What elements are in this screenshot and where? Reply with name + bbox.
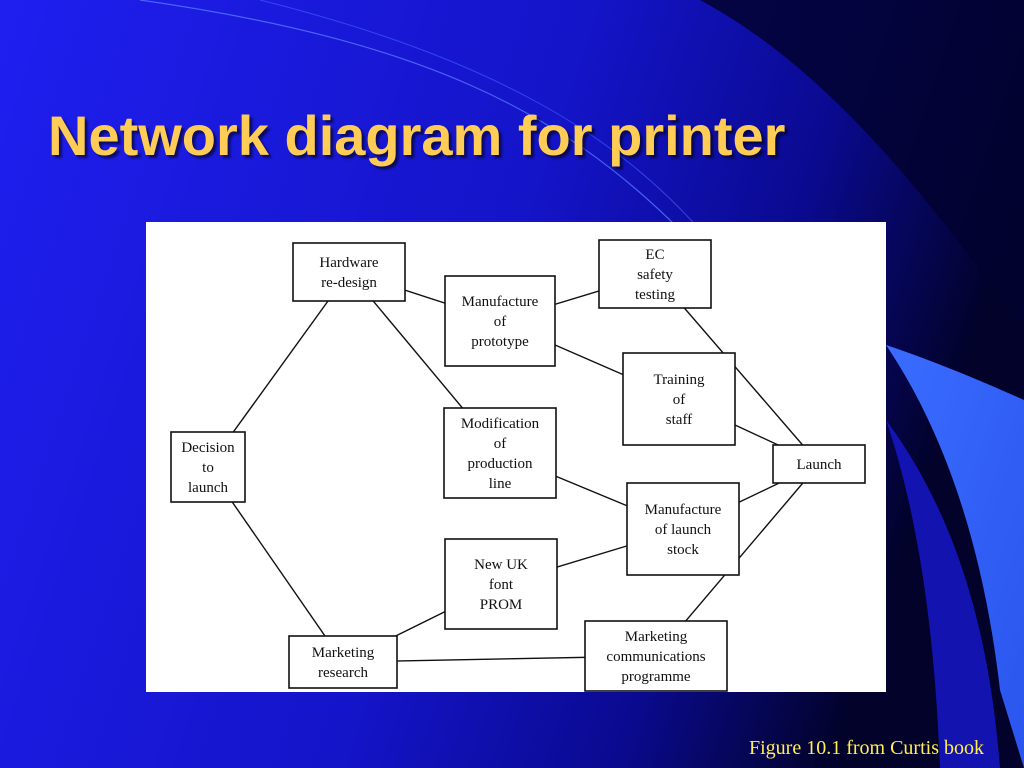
dark-corner-swoosh — [700, 0, 1024, 330]
node-label-line: programme — [621, 669, 690, 685]
node-label-line: Marketing — [312, 645, 375, 661]
node-label-line: communications — [606, 649, 705, 665]
node-label-line: Training — [653, 372, 705, 388]
node-label-line: Launch — [797, 457, 842, 473]
node-hardware: Hardware re-design — [292, 242, 406, 302]
node-training: Training of staff — [622, 352, 736, 446]
node-marketing_comms: Marketing communications programme — [584, 620, 728, 692]
node-label-line: to — [202, 460, 214, 476]
node-box — [622, 352, 736, 446]
node-label-line: of — [494, 436, 507, 452]
node-label-line: stock — [667, 542, 699, 558]
figure-caption: Figure 10.1 from Curtis book — [749, 737, 984, 759]
node-launch: Launch — [772, 444, 866, 484]
node-label-line: PROM — [480, 597, 523, 613]
node-box — [170, 431, 246, 503]
node-label-line: staff — [666, 412, 692, 428]
node-label-line: of — [494, 314, 507, 330]
node-label-line: Hardware — [319, 255, 378, 271]
node-box — [598, 239, 712, 309]
node-label-line: line — [489, 476, 512, 492]
node-box — [443, 407, 557, 499]
light-blue-swoosh — [886, 345, 1024, 768]
node-manufacture_launch: Manufacture of launch stock — [626, 482, 740, 576]
node-label-line: of launch — [655, 522, 712, 538]
decorative-arc-2 — [259, 0, 701, 231]
node-label-line: prototype — [471, 334, 529, 350]
node-label-line: of — [673, 392, 686, 408]
node-label-line: Decision — [181, 440, 235, 456]
node-label-line: testing — [635, 287, 675, 303]
node-box — [288, 635, 398, 689]
node-decision: Decision to launch — [170, 431, 246, 503]
node-label-line: safety — [637, 267, 673, 283]
node-label-line: Manufacture — [645, 502, 722, 518]
node-ec: EC safety testing — [598, 239, 712, 309]
node-label-line: font — [489, 577, 514, 593]
node-label-line: re-design — [321, 275, 377, 291]
node-label-line: research — [318, 665, 368, 681]
node-modification: Modification of production line — [443, 407, 557, 499]
node-label-line: Modification — [461, 416, 540, 432]
slide-title: Network diagram for printer — [48, 104, 786, 167]
decorative-arc — [139, 0, 681, 231]
node-label-line: production — [468, 456, 533, 472]
node-label-line: Manufacture — [462, 294, 539, 310]
node-box — [584, 620, 728, 692]
node-label-line: launch — [188, 480, 228, 496]
node-box — [772, 444, 866, 484]
node-marketing_research: Marketing research — [288, 635, 398, 689]
node-box — [626, 482, 740, 576]
node-box — [444, 538, 558, 630]
node-label-line: EC — [645, 247, 664, 263]
node-box — [444, 275, 556, 367]
node-prototype: Manufacture of prototype — [444, 275, 556, 367]
node-box — [292, 242, 406, 302]
node-label-line: New UK — [474, 557, 528, 573]
light-blue-swoosh-inner — [886, 420, 1000, 768]
node-label-line: Marketing — [625, 629, 688, 645]
